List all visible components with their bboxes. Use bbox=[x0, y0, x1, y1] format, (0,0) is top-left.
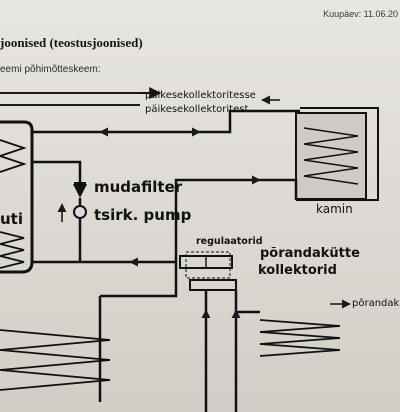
mud-filter-symbol bbox=[73, 184, 87, 198]
label-solar-flow: päikesekollektoritesse bbox=[145, 90, 256, 101]
fireplace-outer-pipe bbox=[296, 107, 379, 201]
floor-heating-coil-left bbox=[0, 329, 111, 391]
supply-pipe-top bbox=[32, 109, 300, 134]
manifold-pipe-left bbox=[100, 262, 178, 298]
fireplace-return-pipe bbox=[174, 178, 298, 262]
regulator-dashed-box bbox=[185, 251, 231, 279]
pump-symbol bbox=[73, 205, 87, 219]
boiler-coil-bottom bbox=[0, 231, 25, 269]
boiler-coil-top bbox=[0, 139, 27, 173]
branch-to-filter bbox=[32, 160, 82, 194]
section-heading: joonised (teostusjoonised) bbox=[0, 35, 143, 50]
boiler-tank bbox=[0, 120, 34, 274]
label-regulators: regulaatorid bbox=[196, 236, 263, 247]
label-floor-heating-fragment: põrandak bbox=[352, 298, 400, 309]
floor-heating-coil-right bbox=[259, 319, 341, 357]
label-fireplace: kamin bbox=[316, 202, 353, 216]
mud-filter-body bbox=[74, 182, 86, 186]
label-solar-return: päikesekollektoritest bbox=[145, 104, 249, 115]
label-manifold-1: põrandakütte bbox=[260, 246, 360, 261]
date-line: Kuupäev: 11.06.20 bbox=[323, 9, 398, 19]
label-circulation-pump: tsirk. pump bbox=[94, 206, 192, 224]
label-boiler-fragment: uti bbox=[0, 210, 23, 228]
label-mud-filter: mudafilter bbox=[94, 178, 183, 196]
manifold-block bbox=[189, 279, 237, 291]
label-manifold-2: kollektorid bbox=[258, 263, 337, 278]
schematic-subheading: eemi põhimõtteskeem: bbox=[0, 64, 101, 75]
fireplace-coil bbox=[303, 127, 359, 185]
